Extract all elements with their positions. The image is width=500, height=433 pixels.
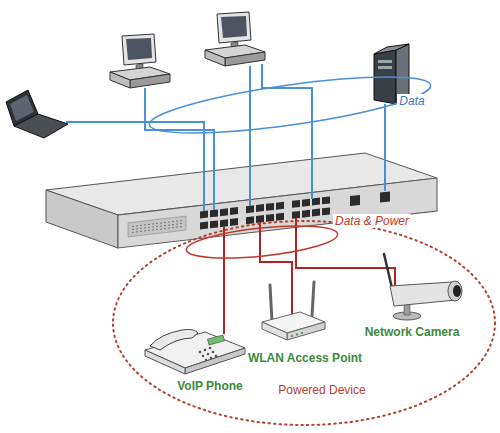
cable-group-label: Data (397, 94, 426, 108)
dotted-ellipse (113, 221, 495, 425)
data-cables (66, 64, 385, 211)
poe-switch (46, 153, 437, 248)
power-bundle-ring (185, 220, 339, 264)
wlan-access-point (262, 282, 325, 340)
desktop-pc (205, 12, 265, 66)
device-name: Network Camera (363, 325, 462, 339)
data-bundle-ring (147, 65, 434, 144)
device-name: VoIP Phone (175, 379, 245, 393)
region-label: Powered Device (278, 383, 365, 397)
laptop (6, 90, 68, 138)
device-caption: VoIP Phone (175, 378, 245, 394)
device-name: WLAN Access Point (246, 351, 365, 365)
powered-device-region: Powered Device Network CameraWLAN Access … (110, 218, 498, 428)
device-caption: WLAN Access Point (246, 350, 365, 366)
cable-group-label: Data & Power (333, 214, 411, 228)
desktop-pc (110, 34, 170, 88)
device-caption: Network Camera (363, 324, 462, 340)
network-camera (384, 254, 462, 320)
voip-phone (145, 329, 245, 374)
power-cables (224, 218, 395, 334)
